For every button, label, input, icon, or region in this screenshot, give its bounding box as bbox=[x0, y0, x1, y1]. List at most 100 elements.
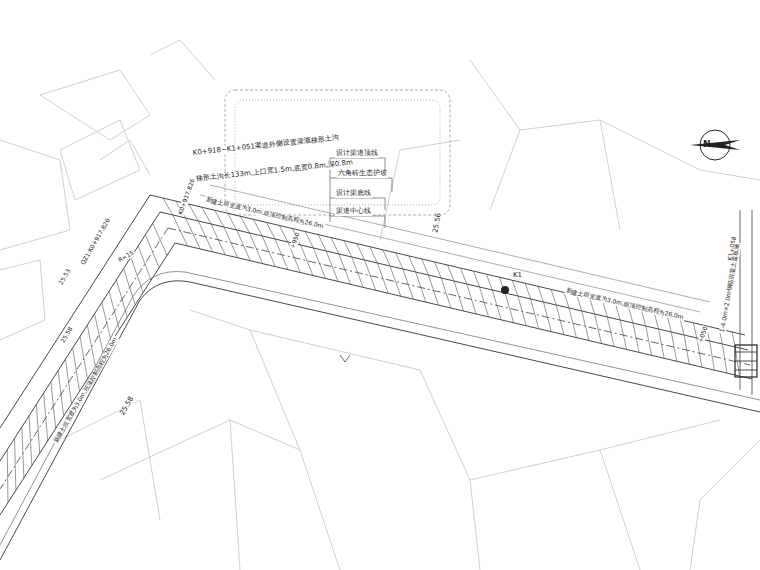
hatch-tick bbox=[684, 335, 689, 364]
hatch-tick bbox=[87, 325, 95, 366]
hatch-tick bbox=[518, 296, 526, 326]
culvert-symbol bbox=[735, 345, 757, 377]
hatch-tick bbox=[620, 320, 626, 349]
hatch-tick bbox=[422, 259, 429, 275]
hatch-tick bbox=[607, 317, 614, 346]
hatch-tick bbox=[131, 257, 143, 292]
hatch-tick bbox=[564, 292, 569, 308]
hatch-tick bbox=[551, 289, 556, 305]
plan-annotation: 25.53 bbox=[57, 267, 72, 287]
hatch-tick bbox=[7, 450, 9, 503]
hatch-tick bbox=[80, 337, 88, 380]
hatch-tick bbox=[595, 314, 602, 344]
hatch-tick bbox=[116, 280, 127, 317]
hatch-tick bbox=[659, 329, 665, 358]
hatch-tick bbox=[305, 232, 313, 248]
hatch-tick bbox=[403, 269, 413, 299]
plan-annotation: 渠道中心线 bbox=[335, 208, 372, 216]
hatch-tick bbox=[15, 438, 16, 490]
hatch-tick bbox=[629, 308, 633, 323]
plan-annotation: 新建土坝宽度为3.0m,坝顶控制高程为26.0m bbox=[52, 336, 119, 445]
hatch-tick bbox=[693, 323, 697, 338]
hatch-tick bbox=[153, 223, 167, 255]
hatch-tick bbox=[722, 344, 726, 373]
hatch-tick bbox=[396, 253, 403, 269]
hatch-tick bbox=[44, 393, 48, 441]
hatch-tick bbox=[590, 298, 595, 314]
hatch-tick bbox=[454, 281, 464, 311]
plan-annotation: 25.58 bbox=[59, 325, 74, 345]
hatch-tick bbox=[145, 235, 159, 268]
hatch-tick bbox=[65, 359, 71, 404]
hatch-tick bbox=[29, 416, 32, 466]
hatch-tick bbox=[357, 244, 365, 260]
plan-annotation: QZ1:K0+917.826 bbox=[79, 217, 112, 267]
hatch-tick bbox=[525, 283, 531, 299]
hatch-tick bbox=[654, 314, 658, 329]
hatch-tick bbox=[109, 291, 119, 329]
hatch-tick bbox=[279, 225, 287, 242]
hatch-tick bbox=[543, 302, 551, 332]
plan-annotation: R=15 bbox=[116, 249, 136, 264]
plan-annotation: +050 bbox=[697, 325, 710, 345]
benchmark-symbol bbox=[501, 286, 509, 294]
hatch-tick bbox=[569, 308, 576, 338]
hatch-tick bbox=[95, 314, 104, 354]
plan-annotation: 25.58 bbox=[119, 395, 137, 418]
culvert-symbol bbox=[735, 352, 757, 370]
hatch-tick bbox=[582, 311, 589, 341]
hatch-tick bbox=[428, 275, 438, 305]
hatch-tick bbox=[249, 233, 262, 264]
hatch-tick bbox=[36, 404, 39, 453]
hatch-tick bbox=[473, 271, 479, 287]
hatch-tick bbox=[416, 272, 426, 302]
hatch-tick bbox=[735, 347, 739, 376]
hatch-tick bbox=[680, 320, 684, 335]
hatch-tick bbox=[241, 216, 250, 233]
hatch-tick bbox=[318, 235, 326, 251]
hatch-tick bbox=[671, 332, 676, 361]
hatch-tick bbox=[409, 256, 416, 272]
hatch-tick bbox=[390, 266, 401, 296]
hatch-tick bbox=[448, 265, 455, 281]
hatch-tick bbox=[377, 263, 388, 293]
hatch-tick bbox=[667, 317, 671, 332]
slope-hatching bbox=[7, 198, 739, 503]
ground-symbol bbox=[340, 355, 350, 362]
hatch-tick bbox=[633, 323, 639, 352]
hatch-tick bbox=[58, 370, 63, 416]
plan-annotation: 设计渠道顶线 bbox=[335, 150, 379, 158]
hatch-tick bbox=[531, 299, 539, 329]
hatch-tick bbox=[441, 278, 451, 308]
plan-annotation: +950 bbox=[289, 231, 302, 251]
hatch-tick bbox=[642, 311, 646, 326]
hatch-tick bbox=[326, 251, 338, 281]
hatch-tick bbox=[492, 290, 501, 320]
hatch-tick bbox=[253, 219, 262, 236]
hatch-tick bbox=[237, 230, 251, 261]
hatch-tick bbox=[556, 305, 564, 335]
hatch-tick bbox=[198, 221, 212, 252]
hatch-tick bbox=[186, 218, 201, 249]
hatch-tick bbox=[486, 274, 492, 290]
hatch-tick bbox=[435, 262, 442, 278]
hatch-tick bbox=[467, 284, 476, 314]
hatch-tick bbox=[124, 269, 136, 305]
plan-annotation: 25.56 bbox=[432, 211, 443, 234]
north-label: N bbox=[702, 140, 712, 150]
hatch-tick bbox=[512, 280, 518, 296]
hatch-tick bbox=[480, 287, 489, 317]
hatch-tick bbox=[301, 245, 313, 276]
parcel-lines bbox=[0, 40, 760, 570]
hatch-tick bbox=[163, 198, 173, 215]
hatch-tick bbox=[215, 210, 224, 227]
plan-annotation: K0+917.826 bbox=[177, 177, 197, 216]
hatch-tick bbox=[370, 247, 377, 263]
hatch-tick bbox=[616, 305, 621, 320]
hatch-tick bbox=[505, 293, 514, 323]
hatch-tick bbox=[339, 254, 351, 284]
north-arrow bbox=[690, 130, 740, 160]
hatch-tick bbox=[710, 341, 715, 370]
